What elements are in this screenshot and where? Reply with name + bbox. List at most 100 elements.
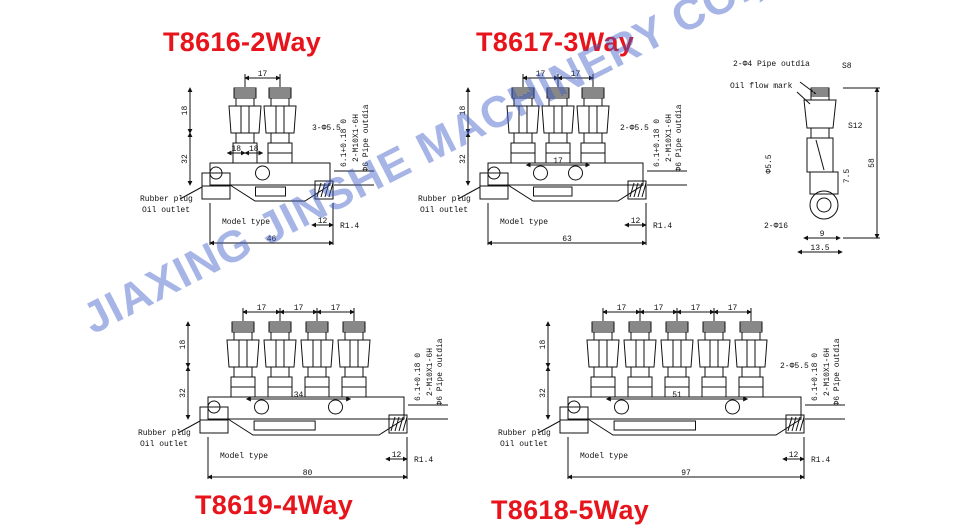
r14-label-b: R1.4 [653, 222, 672, 231]
post-c-1-nut [270, 331, 290, 341]
model-type-label-d: Model type [580, 452, 628, 461]
post-a-1-body [263, 105, 297, 134]
dim-18c-a-text: 18 [249, 145, 259, 154]
post-c-3-stem [344, 366, 364, 378]
bolt-hole-d [614, 399, 629, 415]
leader [177, 420, 201, 434]
hatch [799, 416, 805, 432]
post-d-2-nut [667, 331, 687, 341]
fit-label-d: 6.1+0.18 0 [811, 353, 820, 401]
dim-17-d-text: 17 [691, 304, 701, 313]
dim-12-b-text: 12 [631, 217, 641, 226]
dim-17-a-text: 17 [258, 70, 268, 79]
pipe-label-d: Φ6 Pipe outdia [833, 338, 842, 405]
rubber-plug-label-b: Rubber plug [418, 195, 471, 204]
model-slot-b [533, 186, 573, 197]
post-c-1-body [263, 339, 297, 368]
post-c-1-stem [270, 366, 290, 378]
dim-17-d-text: 17 [654, 304, 664, 313]
title-t8616: T8616-2Way [163, 27, 322, 57]
leader [179, 186, 203, 200]
hatch [402, 416, 408, 432]
dim-12-d-text: 12 [789, 451, 799, 460]
dim-18b-a-text: 18 [231, 145, 241, 154]
fit-label-b: 6.1+0.18 0 [653, 119, 662, 167]
dim-total-c-text: 80 [303, 469, 313, 478]
block-bar-b [507, 184, 644, 202]
side-stem [810, 127, 830, 139]
post-a-0-body [228, 105, 262, 134]
post-c-2-stem [307, 366, 327, 378]
title-t8618: T8618-5Way [491, 495, 650, 525]
dim-75: 7.5 [843, 169, 852, 184]
post-d-4-nut [741, 331, 761, 341]
post-b-1-body [541, 105, 575, 134]
post-a-0-stem [235, 132, 255, 144]
dim-17-b-text: 17 [571, 70, 581, 79]
block-base-d [567, 396, 802, 420]
post-b-0-stem [513, 132, 533, 144]
post-d-3-body [697, 339, 731, 368]
hatch [629, 182, 635, 198]
leader [537, 420, 561, 434]
post-d-2-body [660, 339, 694, 368]
oil-flow-label: Oil flow mark [730, 82, 793, 91]
post-b-2-body [576, 105, 610, 134]
side-body [803, 99, 837, 129]
rubber-plug-label-c: Rubber plug [138, 429, 191, 438]
dim-9-text: 9 [820, 230, 825, 239]
block-bar-c [227, 418, 405, 436]
pipe4-label: 2-Φ4 Pipe outdia [733, 60, 810, 69]
hatch [324, 182, 330, 198]
post-d-1-body [623, 339, 657, 368]
post-c-0-stem [233, 366, 253, 378]
model-slot-d [613, 420, 696, 431]
post-b-0-body [506, 105, 540, 134]
model-slot-c [253, 420, 316, 431]
dim-32-a-text: 32 [181, 154, 190, 164]
dim-17-c-text: 17 [331, 304, 341, 313]
bolt-hole-c [254, 399, 269, 415]
thread-label-d: 2-M10X1-6H [823, 348, 832, 396]
dim-total-d-text: 97 [681, 469, 691, 478]
post-d-0-body [586, 339, 620, 368]
bolt-hole-a [209, 166, 223, 180]
dim-17-c-text: 17 [257, 304, 267, 313]
dim-18-b-text: 18 [459, 106, 468, 116]
r14-label-a: R1.4 [340, 222, 359, 231]
post-d-3-nut [704, 331, 724, 341]
dim-32-d-text: 32 [539, 388, 548, 398]
phi16-label: 2-Φ16 [764, 222, 788, 231]
hatch [390, 416, 396, 432]
leader [796, 91, 811, 105]
dim-17-d-text: 17 [617, 304, 627, 313]
pipe-label-b: Φ6 Pipe outdia [675, 104, 684, 171]
r14-label-d: R1.4 [811, 456, 830, 465]
dim-inner-b-text: 17 [553, 157, 563, 166]
post-d-3-stem [704, 366, 724, 378]
block-base-c [207, 396, 405, 420]
hatch [795, 416, 801, 432]
bolt-hole-d [725, 399, 740, 415]
oil-outlet-label-a: Oil outlet [142, 206, 190, 215]
dim-total-b-text: 63 [562, 235, 572, 244]
dim-inner-d-text: 51 [672, 391, 682, 400]
bolt-hole-b [533, 165, 548, 181]
bolt-hole-d [567, 400, 581, 414]
bolt-hole-c [328, 399, 343, 415]
post-c-2-body [300, 339, 334, 368]
hatch [398, 416, 404, 432]
hatch [633, 182, 639, 198]
post-c-0-nut [233, 331, 253, 341]
dim-135-text: 13.5 [810, 244, 829, 253]
block-bar-a [229, 184, 331, 202]
post-a-0-nut [235, 97, 255, 107]
hole-label-a: 3-Φ5.5 [312, 124, 341, 133]
title-t8619: T8619-4Way [195, 490, 354, 520]
oil-outlet-label-d: Oil outlet [500, 440, 548, 449]
hole-label-c: 2-Φ5.5 [0, 0, 29, 3]
s12-label: S12 [848, 122, 863, 131]
post-d-0-stem [593, 366, 613, 378]
hatch [637, 182, 643, 198]
